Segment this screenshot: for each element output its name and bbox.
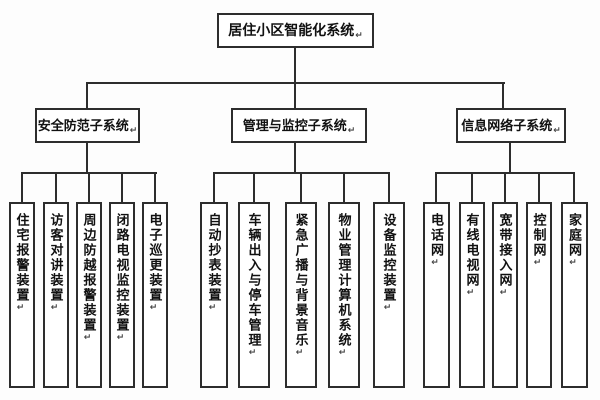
connector-leaf-stub	[504, 172, 506, 202]
branch-node-management: 管理与监控子系统↵	[231, 108, 367, 143]
return-mark: ↵	[129, 125, 138, 136]
leaf-node-cable-tv-network: 有线电视网↵	[459, 202, 485, 388]
connector-drop-network	[502, 82, 504, 108]
connector-leaf-stub	[435, 172, 437, 202]
connector-leaf-stub	[573, 172, 575, 202]
connector-leaf-stub	[88, 172, 90, 202]
leaf-node-cctv-monitoring: 闭路电视监控装置↵	[109, 202, 135, 388]
return-mark: ↵	[116, 333, 127, 343]
return-mark: ↵	[50, 303, 61, 313]
root-label: 居住小区智能化系统↵	[228, 21, 363, 41]
connector-leaf-stub	[121, 172, 123, 202]
branch-label: 安全防范子系统↵	[37, 117, 138, 136]
branch-node-network: 信息网络子系统↵	[456, 108, 566, 143]
return-mark: ↵	[553, 125, 561, 136]
leaf-node-telephone-network: 电话网↵	[423, 202, 450, 388]
branch-label: 管理与监控子系统↵	[242, 117, 356, 136]
connector-leaf-stub	[213, 172, 215, 202]
leaf-node-home-network: 家庭网↵	[561, 202, 588, 388]
connector-branch-drop	[86, 143, 88, 173]
return-mark: ↵	[355, 30, 363, 41]
root-node: 居住小区智能化系统↵	[217, 13, 374, 48]
return-mark: ↵	[83, 333, 94, 343]
return-mark: ↵	[295, 348, 306, 358]
return-mark: ↵	[347, 125, 356, 136]
leaf-node-property-computer: 物业管理计算机系统↵	[328, 202, 360, 388]
connector-drop-security	[86, 82, 88, 108]
branch-label: 信息网络子系统↵	[461, 117, 561, 136]
connector-leaf-stub	[300, 172, 302, 202]
return-mark: ↵	[383, 303, 394, 313]
connector-branch-drop	[294, 143, 296, 173]
connector-leaf-stub	[55, 172, 57, 202]
connector-branch-drop	[509, 143, 511, 173]
leaf-node-auto-meter-reading: 自动抄表装置↵	[200, 202, 228, 388]
return-mark: ↵	[248, 348, 259, 358]
leaf-node-visitor-intercom: 访客对讲装置↵	[43, 202, 69, 388]
return-mark: ↵	[466, 288, 477, 298]
leaf-node-control-network: 控制网↵	[526, 202, 552, 388]
return-mark: ↵	[499, 288, 510, 298]
leaf-node-vehicle-parking: 车辆出入与停车管理↵	[238, 202, 270, 388]
connector-leaf-stub	[154, 172, 156, 202]
leaf-node-electronic-patrol: 电子巡更装置↵	[142, 202, 168, 388]
return-mark: ↵	[149, 303, 160, 313]
connector-leaf-stub	[388, 172, 390, 202]
leaf-node-perimeter-alarm: 周边防越报警装置↵	[76, 202, 102, 388]
return-mark: ↵	[16, 303, 27, 313]
return-mark: ↵	[208, 303, 219, 313]
return-mark: ↵	[569, 258, 579, 268]
leaf-node-equipment-monitoring: 设备监控装置↵	[373, 202, 405, 388]
connector-leaf-stub	[21, 172, 23, 202]
branch-node-security: 安全防范子系统↵	[35, 108, 140, 143]
leaf-node-broadband-network: 宽带接入网↵	[492, 202, 518, 388]
return-mark: ↵	[533, 258, 544, 268]
connector-leaf-stub	[343, 172, 345, 202]
return-mark: ↵	[338, 348, 349, 358]
connector-root-drop	[294, 48, 296, 82]
connector-leaf-stub	[538, 172, 540, 202]
return-mark: ↵	[431, 258, 441, 268]
connector-drop-management	[294, 82, 296, 108]
connector-leaf-stub	[471, 172, 473, 202]
leaf-node-residential-alarm: 住宅报警装置↵	[9, 202, 35, 388]
leaf-node-emergency-broadcast: 紧急广播与背景音乐↵	[285, 202, 317, 388]
connector-leaf-stub	[253, 172, 255, 202]
